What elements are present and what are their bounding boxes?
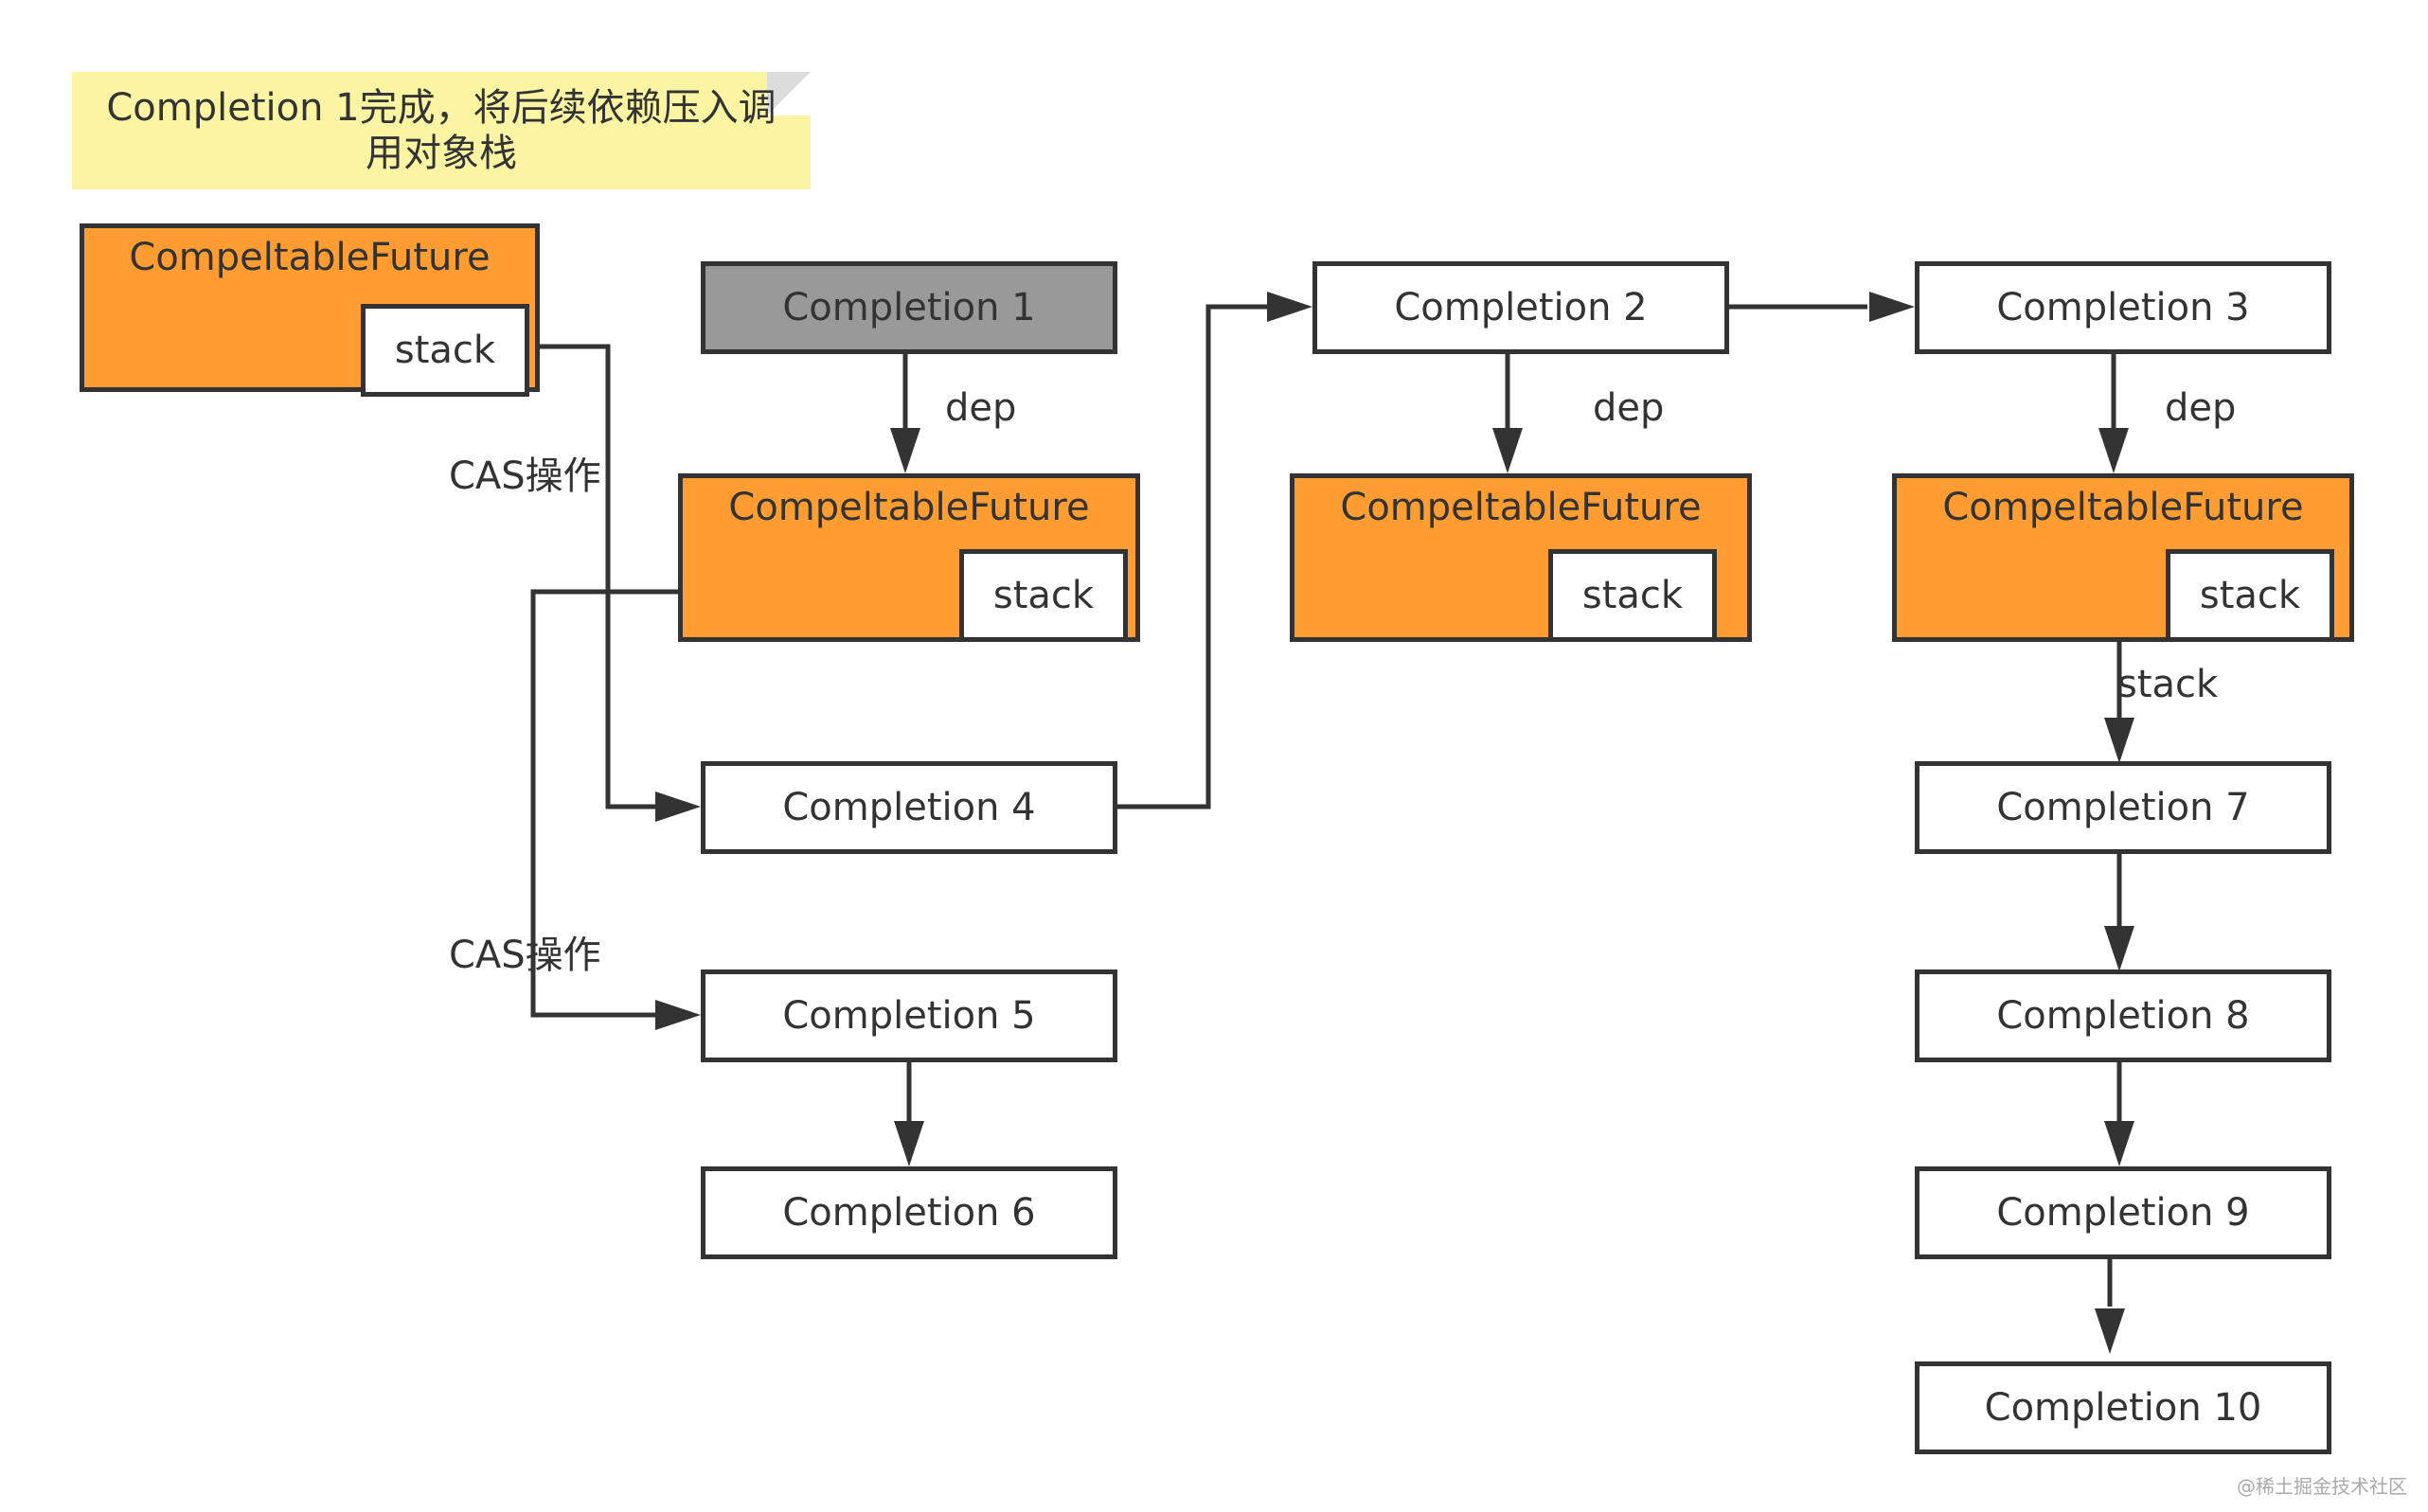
arrowhead [890, 428, 920, 473]
completion-7-node: Completion 7 [1915, 761, 2331, 854]
arrowhead [2104, 1121, 2134, 1166]
completion-6-node: Completion 6 [701, 1166, 1117, 1259]
completion-1-node: Completion 1 [701, 261, 1117, 354]
sticky-note: Completion 1完成，将后续依赖压入调用对象栈 [72, 72, 811, 189]
completion-2-node: Completion 2 [1312, 261, 1729, 354]
stack-cell: stack [2166, 549, 2334, 642]
arrowhead [2095, 1308, 2125, 1354]
arrowhead [2104, 718, 2134, 763]
note-fold [767, 72, 811, 116]
note-paper [72, 72, 811, 189]
future-title: CompeltableFuture [129, 236, 491, 279]
completion-10-node: Completion 10 [1915, 1361, 2331, 1454]
future-title: CompeltableFuture [1942, 486, 2304, 529]
arrowhead [894, 1121, 924, 1166]
future-title: CompeltableFuture [728, 486, 1090, 529]
future-c3: CompeltableFuture stack [1892, 473, 2354, 642]
future-c2: CompeltableFuture stack [1290, 473, 1752, 642]
stack-cell: stack [361, 304, 529, 397]
note-text: Completion 1完成，将后续依赖压入调用对象栈 [106, 86, 777, 175]
stack-cell: stack [1548, 549, 1717, 642]
stack-cell: stack [959, 549, 1128, 642]
dep-label: dep [2165, 386, 2237, 430]
cas-label: CAS操作 [449, 934, 601, 977]
completion-4-node: Completion 4 [701, 761, 1117, 854]
arrowhead [655, 1000, 701, 1030]
stack-edge-label: stack [2117, 663, 2219, 706]
dep-label: dep [1593, 386, 1665, 430]
cas-label: CAS操作 [449, 454, 601, 498]
arrowhead [2098, 428, 2129, 473]
completion-5-node: Completion 5 [701, 969, 1117, 1062]
edge-stack-to-c4 [519, 344, 663, 809]
edge-c4-to-c2 [1114, 304, 1267, 809]
future-top-left: CompeltableFuture stack [80, 223, 540, 397]
completion-3-node: Completion 3 [1915, 261, 2331, 354]
arrowhead [1267, 292, 1312, 322]
completion-9-node: Completion 9 [1915, 1166, 2331, 1259]
arrowhead [1492, 428, 1523, 473]
dep-label: dep [945, 386, 1017, 430]
future-c1: CompeltableFuture stack [678, 473, 1140, 642]
future-title: CompeltableFuture [1340, 486, 1702, 529]
arrowhead [655, 792, 701, 822]
watermark: @稀土掘金技术社区 [2237, 1475, 2407, 1498]
arrowhead [2104, 926, 2134, 971]
completion-8-node: Completion 8 [1915, 969, 2331, 1062]
arrowhead [1869, 292, 1915, 322]
